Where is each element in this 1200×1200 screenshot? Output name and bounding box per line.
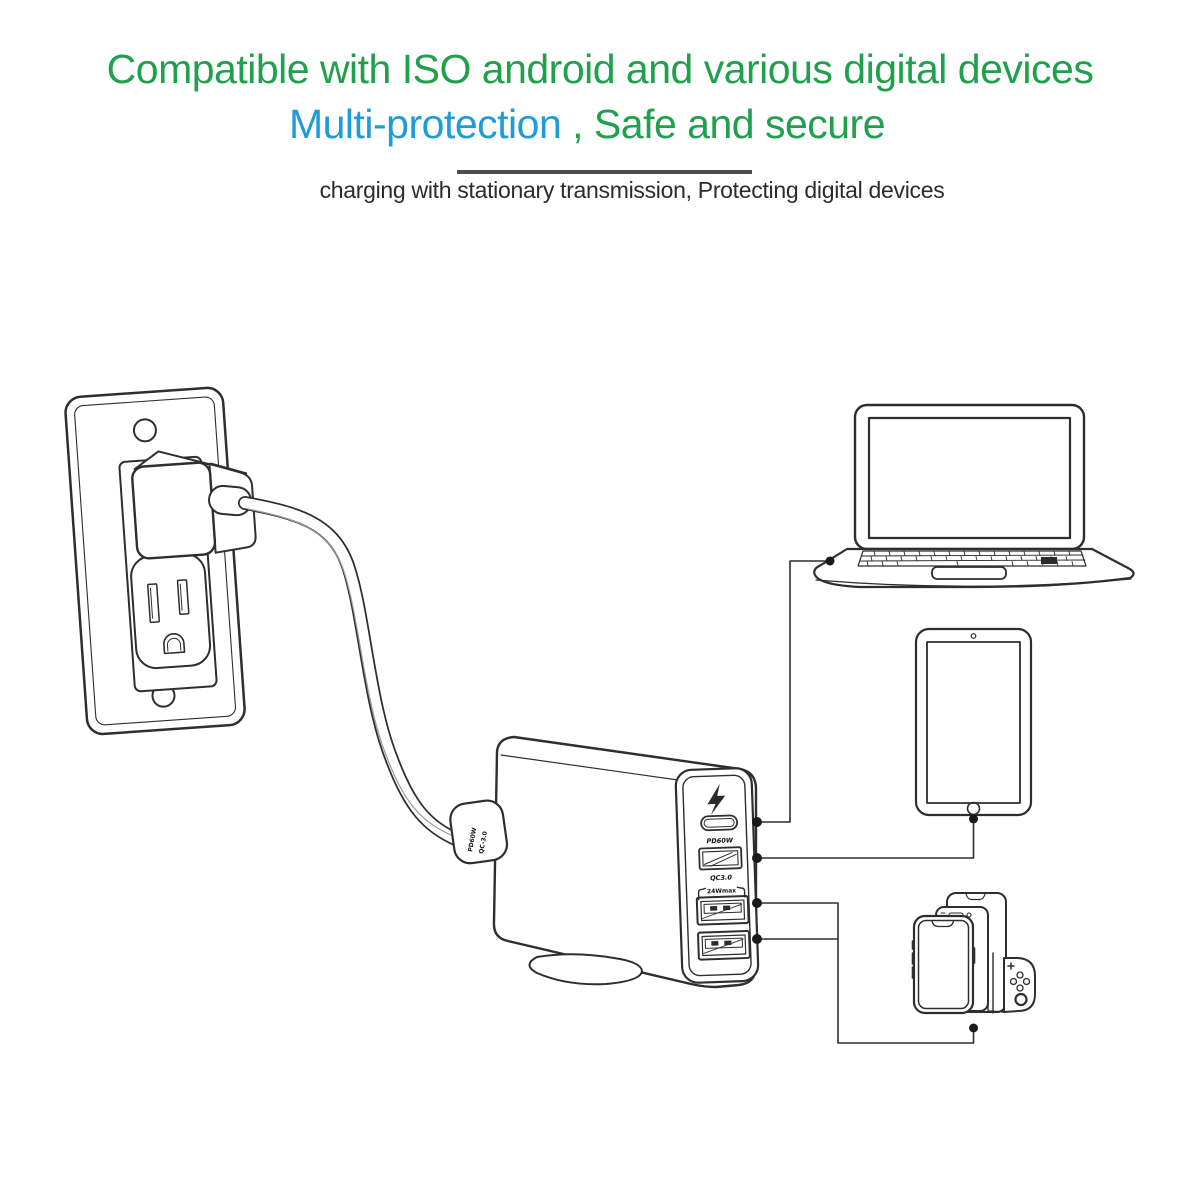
dot-laptop — [825, 556, 835, 566]
connection-dots — [752, 556, 978, 1033]
laptop-illustration — [813, 403, 1135, 589]
console-button-down — [1016, 984, 1024, 992]
outlet-slot-right-inner — [179, 583, 183, 611]
subtitle-rest: , Safe and secure — [561, 101, 886, 147]
tablet-body — [914, 627, 1033, 817]
usb-c-port — [700, 814, 739, 832]
outlet-ground-hole — [163, 633, 186, 655]
laptop-screen — [867, 416, 1072, 540]
tagline: charging with stationary transmission, P… — [319, 177, 945, 203]
line-usba-to-phones — [761, 902, 975, 1044]
charger-top-seam — [500, 754, 679, 781]
outlet-screw-top — [132, 418, 157, 443]
dot-phones — [969, 1023, 978, 1033]
strain-relief-block — [449, 799, 509, 865]
subtitle-highlight: Multi-protection — [288, 101, 562, 147]
charger-stand-foot — [528, 953, 643, 986]
console-analog-stick — [1014, 992, 1028, 1007]
laptop-keys — [866, 551, 1074, 566]
usb-c-port-label: PD60W — [706, 836, 733, 845]
laptop-base-lip — [815, 578, 1132, 587]
wall-outlet-illustration — [64, 386, 257, 736]
console-button-left — [1009, 977, 1018, 986]
line-usbc-to-laptop — [761, 560, 827, 823]
dual-port-bracket — [697, 886, 746, 901]
usb-a-port-1 — [695, 894, 750, 926]
qc3-port-hatch — [704, 851, 737, 867]
dot-usb-a-port-1 — [752, 898, 762, 908]
page-title: Compatible with ISO android and various … — [106, 46, 1094, 92]
cable-highlight — [247, 508, 452, 836]
qc3-usb-port — [698, 846, 743, 871]
phone-front-notch — [931, 919, 955, 928]
qc3-port-label: QC3.0 — [710, 873, 733, 882]
page-subtitle: Multi-protection , Safe and secure — [0, 101, 1187, 148]
phone-back-notch — [965, 893, 986, 901]
dot-qc3-port — [752, 853, 762, 863]
dual-port-group-label: 24Wmax — [707, 887, 736, 895]
power-plug — [131, 450, 257, 560]
outlet-slot-left-inner — [149, 587, 154, 619]
cable-tag-text-2: QC-3.0 — [478, 831, 489, 855]
charger-front-face: PD60W QC3.0 24Wmax — [674, 767, 760, 984]
cable-tag-text-1: PD60W — [467, 827, 478, 853]
charger-illustration: PD60W QC3.0 24Wmax — [449, 735, 760, 989]
dot-usb-c-port — [752, 817, 762, 827]
front-face-inner — [682, 774, 752, 977]
tablet-camera — [970, 633, 977, 639]
outlet-ground-inner — [166, 637, 182, 652]
game-console-illustration — [987, 952, 1036, 1014]
usb-c-port-inner — [703, 817, 735, 828]
qc3-usb-port-inner — [702, 850, 739, 867]
cable-outline — [238, 496, 465, 847]
connector-lines — [761, 560, 975, 1044]
phone-front-buttons — [911, 940, 976, 979]
console-button-right — [1022, 977, 1031, 986]
dot-usb-a-port-2 — [752, 934, 762, 944]
phone-front-screen — [917, 919, 970, 1010]
phone-middle-camera — [966, 912, 972, 918]
lightning-bolt-icon — [707, 783, 726, 816]
dot-tablet — [969, 814, 978, 824]
laptop-dark-key — [1041, 557, 1057, 564]
usb-a-port-2 — [697, 929, 751, 961]
outlet-slot-left — [147, 583, 161, 624]
tablet-illustration — [914, 627, 1033, 817]
laptop-trackpad — [931, 566, 1007, 580]
line-qc3-to-tablet — [761, 823, 975, 859]
console-body-edge — [987, 952, 1006, 1014]
console-button-up — [1016, 971, 1024, 979]
cable-core — [239, 497, 464, 846]
phones-illustration — [911, 892, 1036, 1015]
outlet-slot-right — [176, 579, 190, 616]
phone-front — [911, 914, 976, 1015]
outlet-plate-bevel — [74, 396, 237, 726]
divider-line — [457, 170, 752, 174]
console-plus-button — [1007, 962, 1015, 970]
plug-front-face — [131, 461, 217, 560]
cable-strain-relief: PD60W QC-3.0 — [449, 799, 509, 865]
power-cable — [238, 496, 465, 847]
